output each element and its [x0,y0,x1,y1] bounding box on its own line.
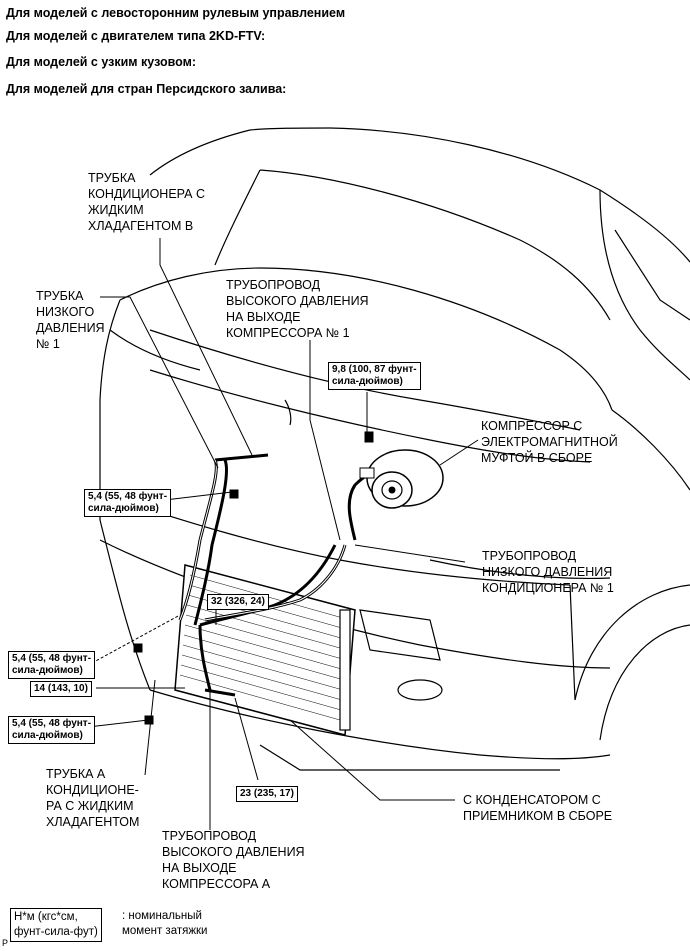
legend-description: : номинальный момент затяжки [122,910,208,937]
label-liquid-tube-a: ТРУБКА А КОНДИЦИОНЕ- РА С ЖИДКИМ ХЛАДАГЕ… [46,767,140,829]
torque-upper-left: 5,4 (55, 48 фунт- сила-дюймов) [84,489,172,517]
legend-units-box: Н*м (кгс*см, фунт-сила-фут) [10,908,102,942]
torque-left-14: 14 (143, 10) [30,681,92,697]
header-2kd-ftv: Для моделей с двигателем типа 2KD-FTV: [6,29,266,43]
torque-left-mid: 5,4 (55, 48 фунт- сила-дюймов) [8,651,96,679]
label-compressor: КОМПРЕССОР С ЭЛЕКТРОМАГНИТНОЙ МУФТОЙ В С… [481,419,618,465]
piping-highlight [179,459,346,621]
header-narrow-body: Для моделей с узким кузовом: [6,55,197,69]
label-suction-pipe-1: ТРУБОПРОВОД НИЗКОГО ДАВЛЕНИЯ КОНДИЦИОНЕР… [482,549,614,595]
label-condenser: С КОНДЕНСАТОРОМ С ПРИЕМНИКОМ В СБОРЕ [463,793,613,823]
torque-left-low: 5,4 (55, 48 фунт- сила-дюймов) [8,716,96,744]
vehicle-body-outline [99,127,690,771]
torque-bottom-23: 23 (235, 17) [236,786,298,802]
torque-compressor-bolt: 9,8 (100, 87 фунт- сила-дюймов) [328,362,421,390]
label-low-pressure-tube-1: ТРУБКА НИЗКОГО ДАВЛЕНИЯ № 1 [36,289,105,351]
torque-center: 32 (326, 24) [207,594,269,610]
compressor-with-clutch [359,449,444,509]
label-discharge-pipe-a: ТРУБОПРОВОД ВЫСОКОГО ДАВЛЕНИЯ НА ВЫХОДЕ … [162,829,305,891]
leader-lines [69,238,479,830]
header-gulf: Для моделей для стран Персидского залива… [6,82,287,96]
label-liquid-tube-b: ТРУБКА КОНДИЦИОНЕРА С ЖИДКИМ ХЛАДАГЕНТОМ… [88,171,205,233]
label-discharge-pipe-1: ТРУБОПРОВОД ВЫСОКОГО ДАВЛЕНИЯ НА ВЫХОДЕ … [226,278,369,340]
corner-mark: P [2,938,9,948]
header-lhd: Для моделей с левосторонним рулевым упра… [6,6,346,20]
